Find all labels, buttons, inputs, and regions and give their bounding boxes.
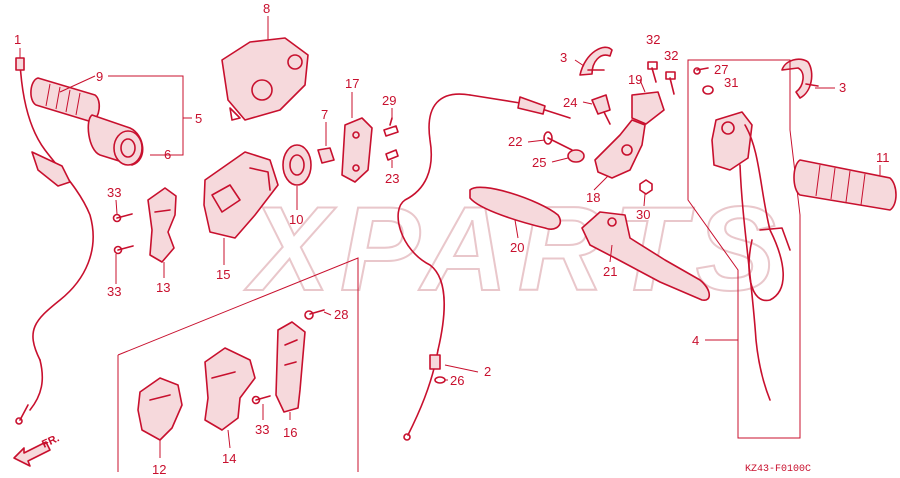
holder-part-14 — [204, 347, 256, 431]
leader-lines — [19, 16, 881, 458]
holder-part-12 — [137, 377, 183, 441]
callout-12: 12 — [152, 462, 166, 477]
callout-15: 15 — [216, 267, 230, 282]
diagram-code: KZ43-F0100C — [745, 464, 811, 475]
clamp-part-3-b — [781, 58, 819, 99]
callout-20: 20 — [510, 240, 524, 255]
callout-3-b: 3 — [839, 80, 846, 95]
clutch-cable-part-2 — [397, 93, 571, 441]
callout-19: 19 — [628, 72, 642, 87]
grip-part-11 — [793, 159, 897, 211]
switch-part-24 — [591, 94, 611, 125]
callout-4: 4 — [692, 333, 699, 348]
callout-3-a: 3 — [560, 50, 567, 65]
bolt-part-22 — [543, 131, 573, 151]
callout-32-b: 32 — [664, 48, 678, 63]
pulley-part-10 — [282, 144, 312, 186]
callout-21: 21 — [603, 264, 617, 279]
callout-9: 9 — [96, 69, 103, 84]
callout-27: 27 — [714, 62, 728, 77]
callout-22: 22 — [508, 134, 522, 149]
callout-33-b: 33 — [107, 284, 121, 299]
callout-32-a: 32 — [646, 32, 660, 47]
callout-30: 30 — [636, 207, 650, 222]
callout-labels: 1 9 5 6 8 17 7 29 23 10 15 13 33 33 28 1… — [14, 1, 890, 477]
bolt-part-33-b — [113, 245, 134, 255]
switch-housing-part-8 — [221, 37, 309, 121]
throttle-cable-part-1 — [15, 57, 94, 425]
front-arrow-icon — [13, 441, 51, 467]
callout-8: 8 — [263, 1, 270, 16]
callout-11: 11 — [876, 150, 890, 165]
callout-16: 16 — [283, 425, 297, 440]
front-label: FR. — [40, 432, 61, 450]
lever-part-21 — [581, 211, 711, 301]
callout-33-c: 33 — [255, 422, 269, 437]
screw-part-32-b — [665, 71, 676, 95]
callout-24: 24 — [563, 95, 577, 110]
holder-part-13 — [147, 187, 177, 263]
callout-13: 13 — [156, 280, 170, 295]
callout-10: 10 — [289, 212, 303, 227]
lever-cover-part-20 — [469, 186, 562, 230]
bolt-part-33-a — [112, 213, 133, 223]
nut-part-25 — [567, 149, 585, 163]
throttle-pipe-part-6 — [87, 114, 144, 166]
washer-part-31 — [702, 85, 714, 95]
collar-part-7 — [317, 147, 335, 164]
clamp-part-3-a — [579, 46, 613, 76]
callout-23: 23 — [385, 171, 399, 186]
bolt-part-33-c — [251, 395, 271, 405]
dimmer-switch-part-4 — [711, 111, 791, 401]
callout-14: 14 — [222, 451, 236, 466]
screw-part-29 — [383, 117, 399, 137]
throttle-grip-part-9 — [30, 77, 101, 123]
screw-part-27 — [693, 67, 709, 75]
callout-25: 25 — [532, 155, 546, 170]
switch-assembly-box — [687, 59, 801, 439]
callout-5: 5 — [195, 111, 202, 126]
screw-part-23 — [385, 149, 399, 161]
callout-18: 18 — [586, 190, 600, 205]
holder-part-15 — [203, 151, 279, 239]
screw-part-32-a — [647, 61, 658, 83]
callout-29: 29 — [382, 93, 396, 108]
screw-part-28 — [304, 309, 325, 320]
front-direction-marker: FR. — [13, 432, 61, 467]
callout-33-a: 33 — [107, 185, 121, 200]
cover-part-17 — [341, 117, 373, 183]
holder-part-19 — [631, 91, 665, 125]
callout-26: 26 — [450, 373, 464, 388]
callout-17: 17 — [345, 76, 359, 91]
callout-7: 7 — [321, 107, 328, 122]
nut-part-30 — [639, 179, 653, 195]
callout-1: 1 — [14, 32, 21, 47]
plate-part-16 — [275, 321, 306, 413]
callout-31: 31 — [724, 75, 738, 90]
callout-6: 6 — [164, 147, 171, 162]
callout-28: 28 — [334, 307, 348, 322]
callout-2: 2 — [484, 364, 491, 379]
lever-bracket-part-18 — [594, 119, 646, 179]
washer-part-26 — [434, 376, 446, 384]
optional-parts-box — [117, 257, 359, 472]
